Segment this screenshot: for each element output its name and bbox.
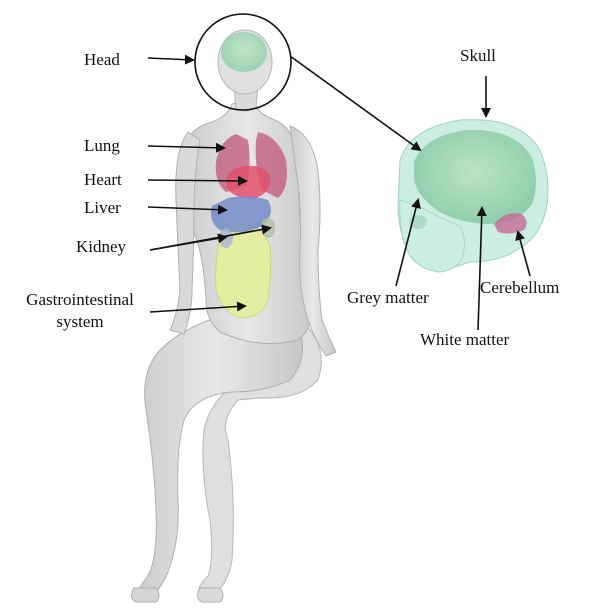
- enlarged-head: [398, 120, 548, 272]
- head-arrow: [148, 58, 193, 60]
- heart-label: Heart: [84, 170, 122, 190]
- skull-label: Skull: [460, 46, 496, 66]
- human-body: [131, 30, 336, 602]
- lung-label: Lung: [84, 136, 120, 156]
- zoom-connector-arrow: [290, 56, 420, 150]
- gi-label-line2: system: [10, 312, 150, 332]
- liver-label: Liver: [84, 198, 121, 218]
- grey-matter-label: Grey matter: [347, 288, 429, 308]
- gi-label-line1: Gastrointestinal: [10, 290, 150, 310]
- head-brain: [221, 32, 267, 72]
- head-label: Head: [84, 50, 120, 70]
- right-foot: [197, 588, 223, 602]
- heart-organ: [226, 166, 270, 199]
- left-foot: [131, 588, 159, 602]
- kidney-label: Kidney: [76, 237, 126, 257]
- heart-arrow: [148, 180, 246, 181]
- white-matter-label: White matter: [420, 330, 509, 350]
- cerebellum-label: Cerebellum: [480, 278, 559, 298]
